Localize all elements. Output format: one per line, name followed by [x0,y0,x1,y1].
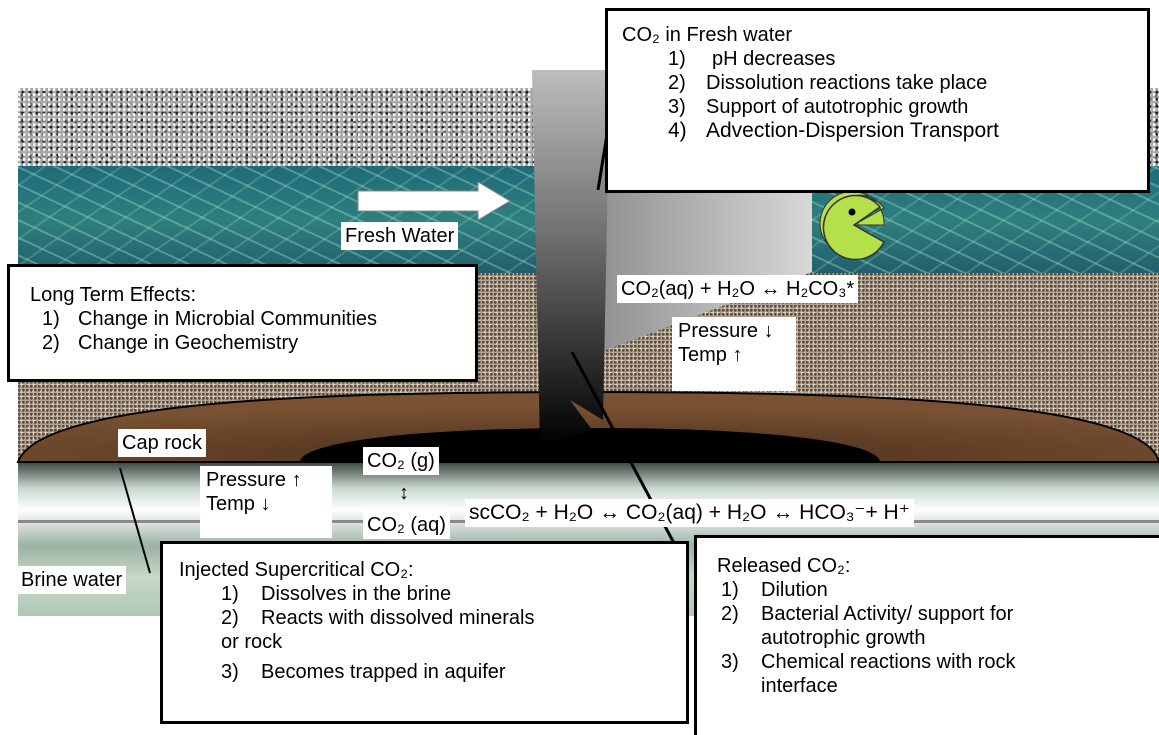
pacman-body-icon [822,194,885,261]
list-item: 1)Dissolves in the brine [221,583,452,605]
list-item: 1)Change in Microbial Communities [42,308,378,330]
injected-title: Injected Supercritical CO₂: [179,559,414,581]
lower-conditions: Pressure ↑ Temp ↓ [200,466,332,538]
cap-rock-pointer [119,467,151,574]
equilibrium-arrow: ↕ [399,482,409,504]
co2-gas-label: CO₂ (g) [363,447,439,475]
plume-fan [580,165,812,360]
upper-conditions: Pressure ↓ Temp ↑ [672,317,796,391]
list-item: 2)Reacts with dissolved minerals [221,607,535,629]
list-item: 2)Change in Geochemistry [42,332,299,354]
flow-arrow-icon [357,181,511,221]
co2-plume [532,70,610,445]
list-item: 1)pH decreases [668,48,836,70]
fresh-water-label: Fresh Water [341,222,459,250]
list-item: 2)Bacterial Activity/ support for [721,603,1014,625]
list-item: 2)Dissolution reactions take place [668,72,988,94]
injected-co2-pool [300,428,880,462]
pressure-up-label: Pressure ↑ [206,469,302,491]
cap-rock-label: Cap rock [118,429,207,457]
fresh-water-title: CO₂ in Fresh water [622,24,793,46]
pressure-down-label: Pressure ↓ [678,320,774,342]
carbonic-acid-equation: CO₂(aq) + H₂O ↔ H₂CO₃* [617,275,859,303]
list-item: 1)Dilution [721,579,828,601]
list-item: autotrophic growth [761,627,926,649]
list-item: interface [761,675,838,697]
co2-aq-label: CO₂ (aq) [363,511,450,539]
injected-co2-box: Injected Supercritical CO₂: 1)Dissolves … [160,541,689,724]
list-item: 3)Chemical reactions with rock [721,651,1016,673]
fresh-water-effects-box: CO₂ in Fresh water 1)pH decreases 2)Diss… [605,8,1150,193]
long-term-title: Long Term Effects: [30,284,197,306]
temp-up-label: Temp ↑ [678,344,743,366]
released-title: Released CO₂: [717,555,851,577]
brine-water-label: Brine water [17,566,127,594]
temp-down-label: Temp ↓ [206,493,271,515]
brine-reaction-equation: scCO₂ + H₂O ↔ CO₂(aq) + H₂O ↔ HCO₃⁻+ H⁺ [465,499,914,527]
list-item: or rock [221,631,283,653]
long-term-effects-box: Long Term Effects: 1)Change in Microbial… [7,264,478,382]
list-item: 3)Becomes trapped in aquifer [221,661,506,683]
list-item: 3)Support of autotrophic growth [668,96,969,118]
pacman-eye-icon [848,208,856,216]
released-co2-box: Released CO₂: 1)Dilution 2)Bacterial Act… [694,535,1159,735]
list-item: 4)Advection-Dispersion Transport [668,119,999,142]
